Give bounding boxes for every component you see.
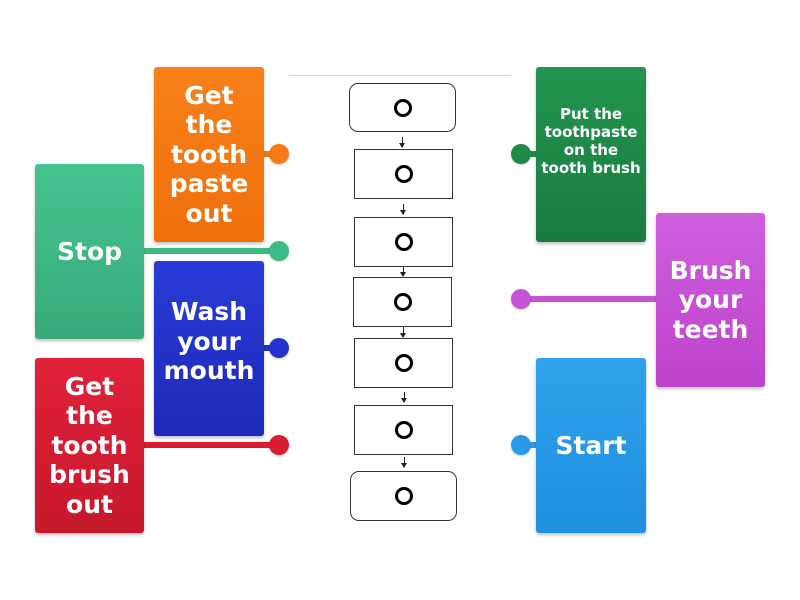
arrow-down-icon	[400, 327, 406, 338]
connector-handle[interactable]	[511, 144, 531, 164]
drop-target-circle-icon	[394, 165, 413, 183]
card-brush-your-teeth[interactable]: Brush your teeth	[656, 213, 765, 387]
card-get-toothbrush-out[interactable]: Get the tooth brush out	[35, 358, 144, 533]
drop-target-circle-icon	[394, 487, 413, 505]
drop-target-circle-icon	[394, 233, 413, 251]
card-label: Wash your mouth	[163, 297, 255, 385]
flowchart-slot-4[interactable]	[353, 277, 452, 327]
arrow-down-icon	[401, 392, 407, 403]
card-stop[interactable]: Stop	[35, 164, 144, 339]
card-wash-your-mouth[interactable]: Wash your mouth	[154, 261, 264, 436]
connector-handle[interactable]	[269, 241, 289, 261]
connector-line	[522, 296, 658, 302]
flowchart-slot-2[interactable]	[354, 149, 453, 199]
arrow-down-icon	[401, 457, 407, 468]
connector-handle[interactable]	[511, 435, 531, 455]
arrow-down-icon	[400, 204, 406, 215]
arrow-down-icon	[399, 137, 405, 148]
flowchart-slot-1[interactable]	[349, 83, 456, 132]
drop-target-circle-icon	[393, 98, 412, 117]
divider-line	[289, 75, 511, 76]
flowchart-slot-3[interactable]	[354, 217, 453, 267]
card-label: Brush your teeth	[669, 255, 752, 344]
drop-target-circle-icon	[393, 293, 412, 311]
card-get-toothpaste-out[interactable]: Get the tooth paste out	[154, 67, 264, 242]
card-label: Start	[555, 430, 627, 460]
flowchart-slot-5[interactable]	[354, 338, 453, 388]
connector-line	[143, 442, 279, 448]
card-label: Stop	[56, 236, 123, 266]
connector-handle[interactable]	[269, 338, 289, 358]
arrow-down-icon	[400, 267, 406, 277]
connector-handle[interactable]	[269, 435, 289, 455]
flowchart-slot-7[interactable]	[350, 471, 457, 521]
card-label: Get the tooth brush out	[49, 371, 130, 519]
card-put-toothpaste-on-brush[interactable]: Put the toothpaste on the tooth brush	[536, 67, 646, 242]
connector-line	[143, 248, 279, 254]
connector-handle[interactable]	[511, 289, 531, 309]
flowchart-slot-6[interactable]	[354, 405, 453, 455]
drop-target-circle-icon	[394, 421, 413, 439]
card-label: Put the toothpaste on the tooth brush	[541, 105, 641, 177]
card-start[interactable]: Start	[536, 358, 646, 533]
connector-handle[interactable]	[269, 144, 289, 164]
card-label: Get the tooth paste out	[169, 80, 249, 228]
drop-target-circle-icon	[394, 354, 413, 372]
